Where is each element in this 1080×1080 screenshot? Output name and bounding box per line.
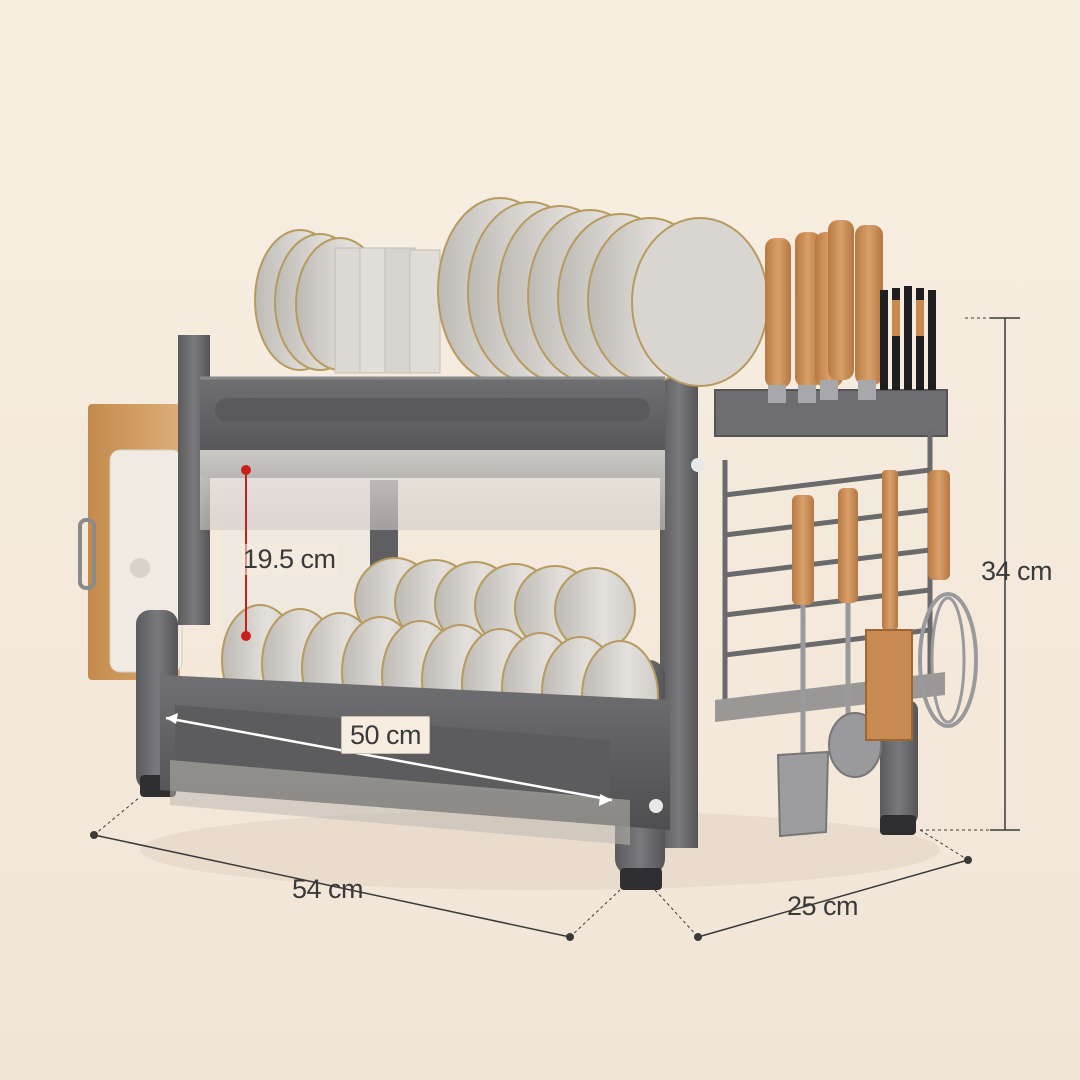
- dimension-depth-line: [654, 829, 972, 941]
- inner-width-label: 50 cm: [341, 716, 431, 754]
- upper-small-plates: [254, 229, 441, 374]
- height-dimension-label: 34 cm: [981, 556, 1053, 586]
- hanging-utensils: [776, 470, 978, 838]
- width-dimension-label: 54 cm: [292, 874, 364, 904]
- dimension-height-line: [920, 317, 1020, 831]
- tier-clearance-label: 19.5 cm: [241, 544, 338, 575]
- floor-shadow: [140, 810, 940, 890]
- dimension-width-line: [90, 796, 621, 941]
- upper-large-plates: [437, 197, 769, 387]
- upper-tray: [200, 376, 665, 530]
- knife-set: [765, 220, 883, 403]
- dimension-inner-width-line: [165, 713, 613, 806]
- chopsticks: [880, 286, 936, 390]
- depth-dimension-label: 25 cm: [787, 891, 859, 921]
